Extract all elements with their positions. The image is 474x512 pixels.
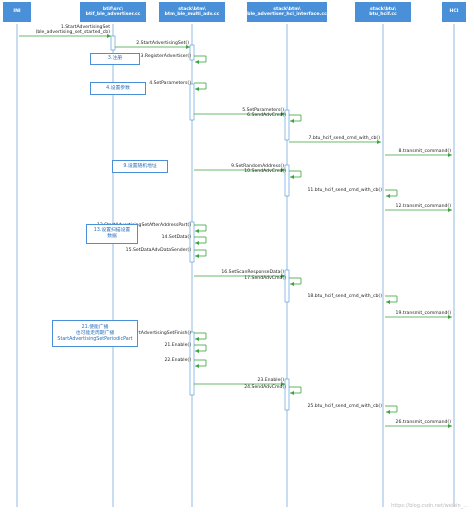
participant-ini: INI <box>3 2 31 22</box>
message-label: 10.SendAdvCmd() <box>244 169 286 174</box>
message-label: 25.btu_hcif_send_cmd_with_cb() <box>307 404 383 409</box>
message-label: 12.transmit_command() <box>395 204 451 209</box>
message-arrow <box>385 153 452 157</box>
message-label: 3.RegisterAdvertiser() <box>140 54 191 59</box>
message-arrow <box>385 295 398 304</box>
message-label: 11.btu_hcif_send_cmd_with_cb() <box>307 188 383 193</box>
message-arrow <box>289 140 381 144</box>
participant-btif: btif\src\ btif_ble_advertiser.cc <box>80 2 146 22</box>
activation-bar <box>189 44 195 61</box>
message-arrow <box>194 224 207 233</box>
message-arrow <box>289 170 302 179</box>
message-label: 22.Enable() <box>164 358 191 363</box>
note-box: 13.设置扫描设置 数据 <box>86 224 138 244</box>
message-label: 23.Enable() <box>257 378 284 383</box>
message-arrow <box>194 332 207 341</box>
message-label: 19.transmit_command() <box>395 311 451 316</box>
message-arrow <box>289 114 302 123</box>
message-arrow <box>289 386 302 395</box>
message-label: 1.StartAdvertisingSet (ble_advertising_s… <box>35 25 110 35</box>
message-label: 13.StartAdvertisingSetAfterAddressPart() <box>96 223 191 228</box>
message-label: 24.SendAdvCmd() <box>244 385 286 390</box>
message-arrow <box>194 344 207 353</box>
participant-multi: stack\btm\ btm_ble_multi_adv.cc <box>159 2 225 22</box>
message-label: 5.SetParameters() <box>242 108 284 113</box>
message-arrow <box>385 189 398 198</box>
activation-bar <box>284 109 290 141</box>
activation-bar <box>189 221 195 263</box>
message-arrow <box>194 55 207 64</box>
note-box: 9.设置随机地址 <box>112 160 168 173</box>
activation-bar <box>284 378 290 411</box>
message-arrow <box>289 277 302 286</box>
message-arrow <box>385 424 452 428</box>
message-arrow <box>385 208 452 212</box>
activation-bar <box>110 35 116 51</box>
message-arrow <box>194 168 285 172</box>
message-label: 20.StartAdvertisingSetFinish() <box>122 331 191 336</box>
message-label: 9.SetRandomAddress() <box>231 164 284 169</box>
message-label: 21.Enable() <box>164 343 191 348</box>
watermark: https://blog.csdn.net/weixin_... <box>391 503 468 509</box>
message-arrow <box>194 236 207 245</box>
message-arrow <box>19 34 111 38</box>
message-label: 8.transmit_command() <box>398 149 451 154</box>
message-label: 6.SendAdvCmd() <box>247 113 286 118</box>
message-label: 4.SetParameters() <box>149 81 191 86</box>
message-arrow <box>194 382 285 386</box>
message-label: 7.btu_hcif_send_cmd_with_cb() <box>308 136 380 141</box>
message-label: 17.SendAdvCmd() <box>244 276 286 281</box>
note-box: 4.设置参数 <box>90 82 146 95</box>
activation-bar <box>284 269 290 303</box>
activation-bar <box>284 164 290 197</box>
message-arrow <box>194 359 207 368</box>
message-label: 26.transmit_command() <box>395 420 451 425</box>
message-label: 18.btu_hcif_send_cmd_with_cb() <box>307 294 383 299</box>
message-label: 14.SetData() <box>161 235 191 240</box>
message-label: 15.SetDataAdvDataSender() <box>125 248 191 253</box>
message-arrow <box>194 274 285 278</box>
message-arrow <box>385 405 398 414</box>
message-label: 16.SetScanResponseData() <box>221 270 284 275</box>
message-arrow <box>385 315 452 319</box>
note-box: 3.注册 <box>90 53 140 65</box>
activation-bar <box>189 331 195 396</box>
participant-btu: stack\btu\ btu_hcif.cc <box>355 2 411 22</box>
note-box: 21.使能广播 也可能走周期广播 StartAdvertisingSetPeri… <box>52 320 138 347</box>
message-label: 2.StartAdvertisingSet() <box>136 41 189 46</box>
participant-hci_if: stack\btm\ ble_advertiser_hci_interface.… <box>247 2 327 22</box>
message-arrow <box>115 45 190 49</box>
participant-hci: HCI <box>442 2 466 22</box>
message-arrow <box>194 82 207 91</box>
message-arrow <box>194 249 207 258</box>
message-arrow <box>194 112 285 116</box>
activation-bar <box>189 83 195 121</box>
